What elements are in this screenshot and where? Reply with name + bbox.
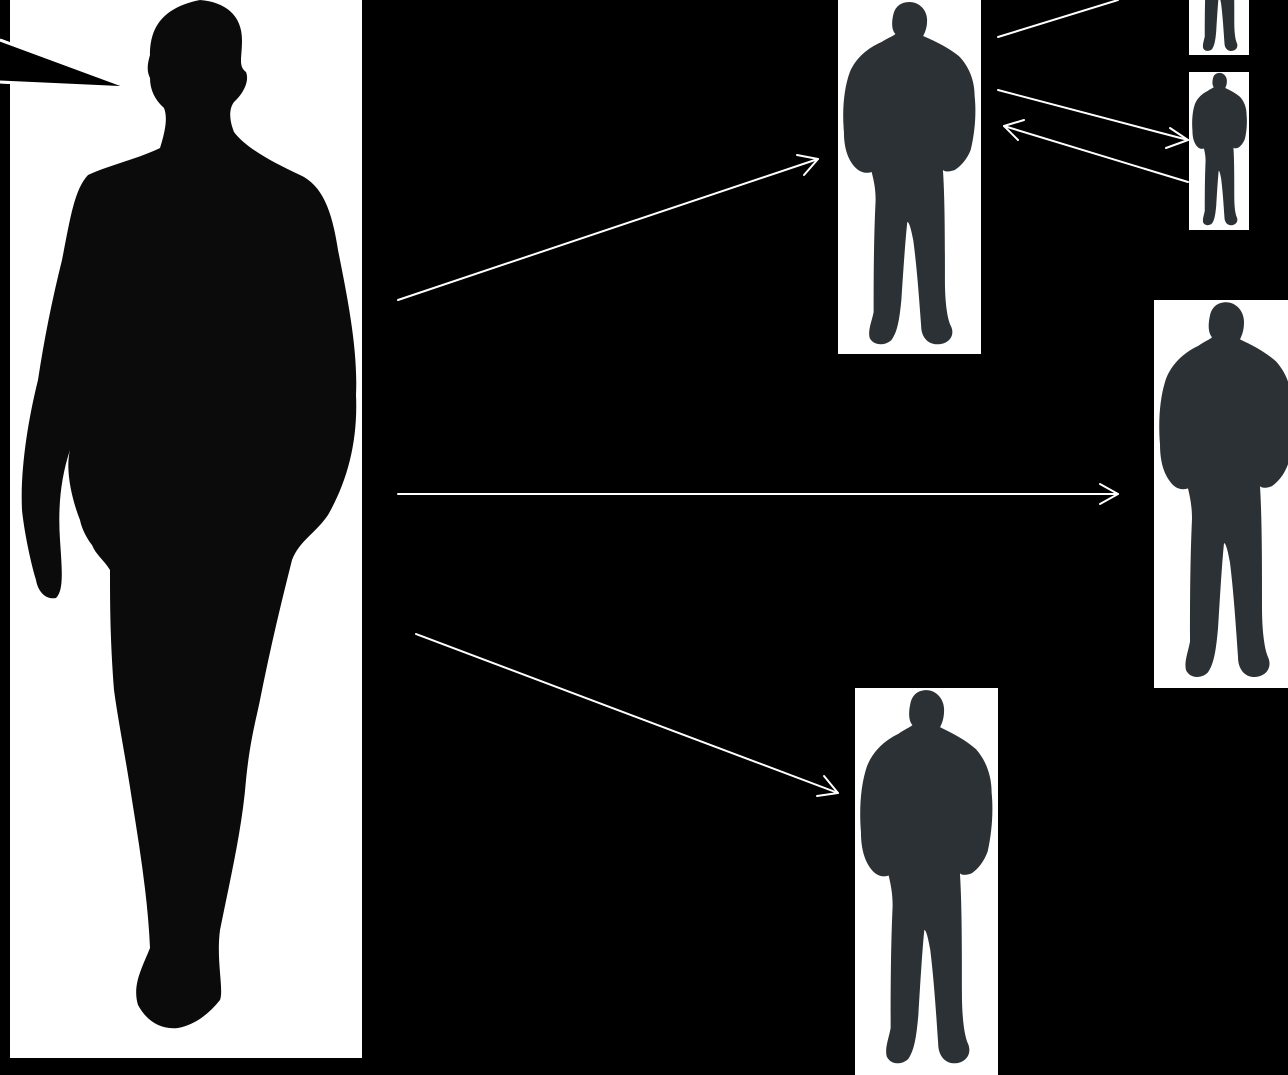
arrow-top-center-to-top-right-upper bbox=[998, 0, 1118, 37]
main-figure bbox=[10, 0, 362, 1058]
copy-top-right-lower bbox=[1189, 72, 1249, 230]
arrows bbox=[398, 0, 1188, 796]
copy-top-right-upper bbox=[1189, 0, 1249, 55]
copy-bottom-center bbox=[855, 688, 998, 1075]
arrow-main-to-top-center bbox=[398, 155, 818, 300]
arrow-main-to-middle-right bbox=[398, 484, 1118, 504]
arrow-main-to-bottom-center bbox=[416, 634, 838, 796]
copy-card bbox=[1189, 0, 1249, 55]
copy-middle-right bbox=[1154, 300, 1288, 688]
arrow-top-center-to-top-right-lower bbox=[998, 90, 1188, 148]
arrow-top-right-lower-to-top-center bbox=[1004, 120, 1188, 182]
copy-top-center bbox=[838, 0, 981, 354]
